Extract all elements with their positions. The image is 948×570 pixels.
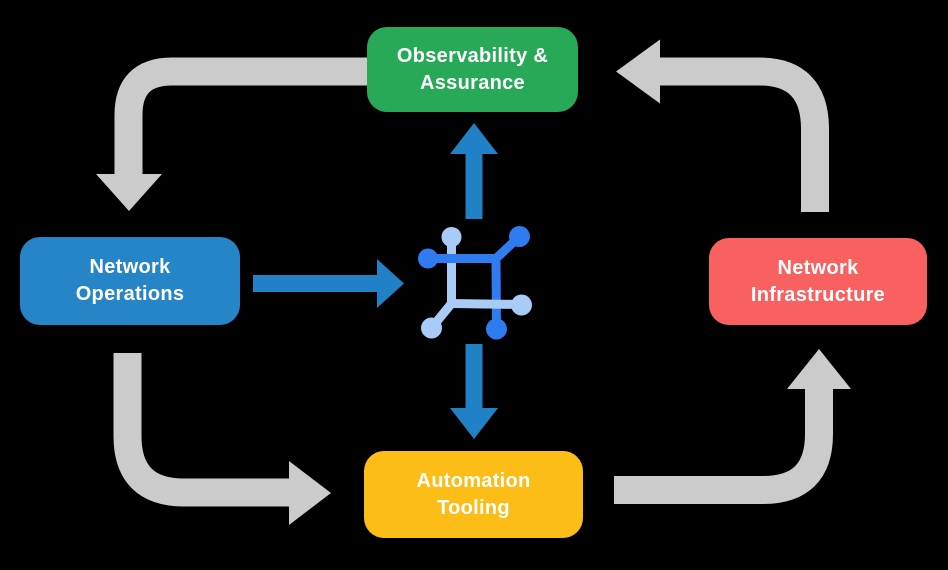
node-network-infrastructure: Network Infrastructure — [709, 238, 927, 325]
node-observability-assurance: Observability & Assurance — [367, 27, 578, 112]
cycle-arrow-tooling-to-infrastructure — [614, 349, 851, 504]
node-operations-label: Network Operations — [75, 256, 185, 305]
cycle-arrow-operations-to-tooling — [113, 353, 331, 525]
node-network-operations: Network Operations — [20, 237, 240, 325]
flow-arrow-icon-to-observability — [450, 123, 498, 219]
flow-arrow-icon-to-tooling — [450, 344, 498, 439]
node-tooling-label: Automation Tooling — [416, 469, 531, 519]
node-observability-label: Observability & Assurance — [396, 44, 549, 94]
node-infrastructure-label: Network Infrastructure — [750, 256, 886, 306]
cycle-arrow-infrastructure-to-observability — [616, 39, 829, 212]
cycle-arrow-observability-to-operations — [96, 57, 368, 211]
node-automation-tooling: Automation Tooling — [364, 451, 583, 538]
network-mesh-icon — [418, 226, 532, 340]
flow-arrow-operations-to-icon — [253, 259, 404, 308]
